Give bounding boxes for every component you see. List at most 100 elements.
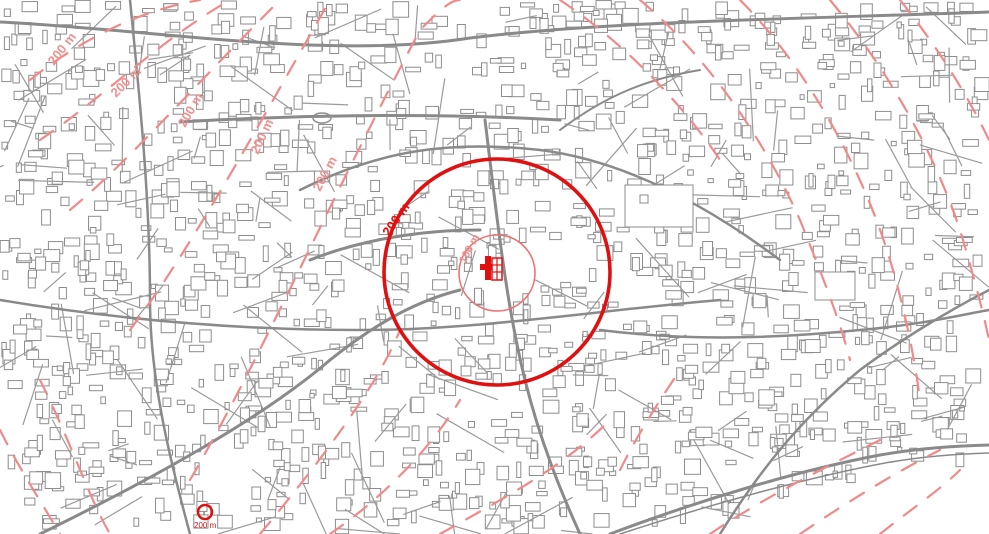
building-block [417, 464, 434, 479]
building-block [542, 399, 560, 414]
building-block [945, 335, 958, 353]
building-block [320, 462, 327, 479]
building-block [3, 36, 10, 51]
building-block [651, 467, 658, 483]
building-block [456, 24, 466, 39]
building-block [794, 135, 812, 145]
building-block [346, 195, 355, 205]
building-block [172, 44, 183, 56]
building-block [411, 510, 417, 524]
alley [608, 117, 629, 154]
building-block [89, 227, 97, 234]
building-block [631, 257, 640, 272]
alley [86, 368, 143, 376]
building-block [180, 78, 194, 89]
building-block [5, 195, 15, 202]
building-block [684, 364, 699, 374]
building-block [417, 31, 434, 40]
building-block [182, 331, 193, 343]
building-block [527, 513, 534, 522]
building-block [684, 458, 701, 475]
building-block [959, 59, 976, 70]
building-block [161, 479, 175, 486]
building-block [324, 317, 332, 328]
coastline-inner [619, 452, 989, 534]
building-block [17, 252, 31, 262]
building-block [191, 156, 206, 164]
building-block [250, 426, 257, 437]
building-block [537, 324, 551, 333]
building-block [180, 475, 186, 490]
building-block [3, 8, 11, 17]
building-block [782, 280, 794, 292]
dashed-ring-s1 [328, 398, 462, 534]
building-block [457, 347, 467, 356]
building-block [169, 199, 178, 213]
building-block [721, 343, 731, 354]
ring-200m [382, 157, 612, 387]
building-block [702, 361, 720, 373]
building-block [825, 359, 832, 374]
alley [250, 190, 292, 222]
site-building-icon[interactable] [480, 256, 503, 281]
building-block [682, 406, 693, 416]
building-block [9, 238, 21, 249]
building-block [402, 447, 416, 456]
building-block [214, 44, 221, 59]
building-block [751, 426, 764, 433]
building-block [528, 465, 544, 476]
building-block [934, 382, 949, 395]
building-block [2, 270, 9, 280]
building-block [119, 170, 131, 184]
building-block [35, 391, 48, 400]
building-block [551, 15, 567, 29]
building-block [655, 174, 665, 185]
building-block [88, 384, 104, 392]
building-block [946, 320, 954, 334]
building-block [90, 332, 101, 349]
building-block [779, 169, 794, 186]
building-block [539, 18, 549, 34]
building-block [515, 178, 522, 186]
building-block [965, 368, 982, 384]
building-block [303, 318, 320, 327]
building-block [733, 44, 750, 51]
street-west [128, 0, 192, 534]
building-block [314, 210, 327, 227]
building-block [255, 101, 262, 115]
building-block [529, 8, 543, 18]
building-block [360, 243, 373, 258]
building-block [356, 138, 367, 150]
building-block [950, 387, 964, 397]
building-block [664, 38, 675, 46]
alley [733, 285, 808, 294]
building-block [595, 0, 612, 10]
building-block [391, 283, 409, 291]
building-block [595, 113, 612, 130]
building-block [506, 209, 519, 224]
alley [43, 271, 67, 293]
building-block [638, 158, 651, 175]
building-block [392, 90, 405, 98]
building-block [622, 7, 639, 24]
building-block [137, 336, 146, 349]
building-block [170, 123, 178, 133]
building-block [274, 164, 288, 170]
building-block [481, 62, 488, 77]
scale-circle-icon [196, 503, 214, 521]
building-block [877, 393, 887, 406]
building-block [840, 189, 852, 195]
building-block [214, 364, 225, 381]
building-block [504, 429, 520, 438]
alley [842, 433, 913, 443]
building-block [324, 447, 340, 460]
building-block [68, 159, 85, 175]
alley [585, 127, 638, 187]
building-block [740, 98, 757, 109]
building-block [862, 446, 868, 464]
alley [108, 443, 129, 452]
building-block [556, 69, 570, 78]
building-block [102, 350, 114, 365]
